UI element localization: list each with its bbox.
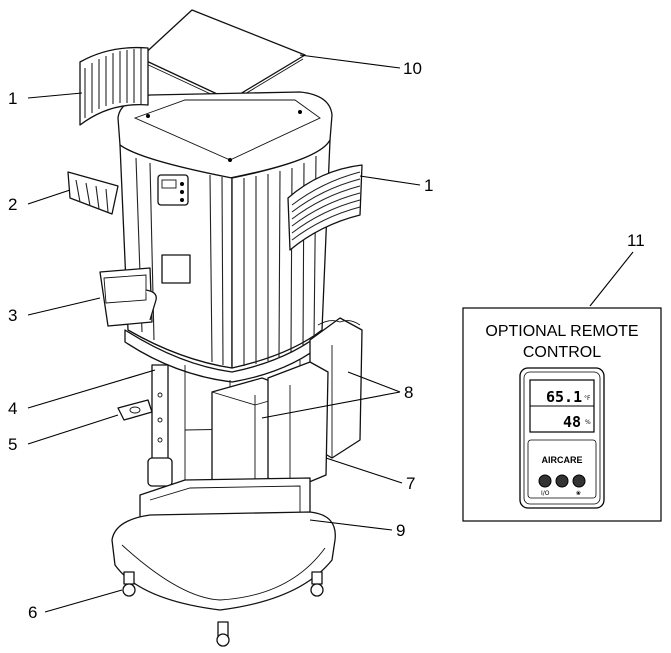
- louver-panel-left-part-1: [79, 46, 149, 126]
- remote-cool-button: [555, 474, 569, 488]
- callout-1-left: 1: [8, 89, 17, 108]
- remote-box-title-line2: CONTROL: [523, 344, 601, 361]
- leader-lines: [27, 54, 634, 613]
- remote-power-label: I/O: [541, 490, 550, 497]
- caster-part-6: [122, 571, 136, 597]
- callout-1-right: 1: [424, 176, 433, 195]
- remote-brand-logo: AIRCARE: [541, 455, 582, 465]
- lcd-temperature-unit: °F: [584, 395, 591, 402]
- base-with-casters: [111, 511, 336, 647]
- callout-11: 11: [627, 231, 645, 250]
- louver-panel-right-part-1: [287, 164, 363, 251]
- filter-part-7: [267, 361, 329, 491]
- callout-8: 8: [404, 383, 413, 402]
- callout-4: 4: [8, 399, 17, 418]
- lcd-temperature: 65.1: [546, 388, 582, 406]
- lcd-humidity: 48: [563, 413, 581, 431]
- remote-fan-button: [572, 474, 586, 488]
- remote-power-button: [538, 474, 552, 488]
- callout-7: 7: [406, 474, 415, 493]
- callout-9: 9: [396, 521, 405, 540]
- water-tray-part-3: [99, 267, 157, 327]
- pump-tube-part-4: [147, 364, 173, 487]
- top-pad-part-10: [139, 9, 306, 104]
- callout-2: 2: [8, 195, 17, 214]
- remote-box-title-line1: OPTIONAL REMOTE: [485, 323, 638, 340]
- float-part-5: [117, 399, 153, 421]
- callout-5: 5: [8, 435, 17, 454]
- lcd-humidity-unit: %: [585, 419, 591, 426]
- callout-6: 6: [28, 603, 37, 622]
- air-vane-part-2: [67, 171, 119, 215]
- remote-control-box: OPTIONAL REMOTE CONTROL 65.1 °F 48 % AIR…: [462, 307, 662, 522]
- remote-fan-label: ❀: [576, 490, 581, 497]
- callout-3: 3: [8, 306, 17, 325]
- callout-10: 10: [403, 59, 422, 78]
